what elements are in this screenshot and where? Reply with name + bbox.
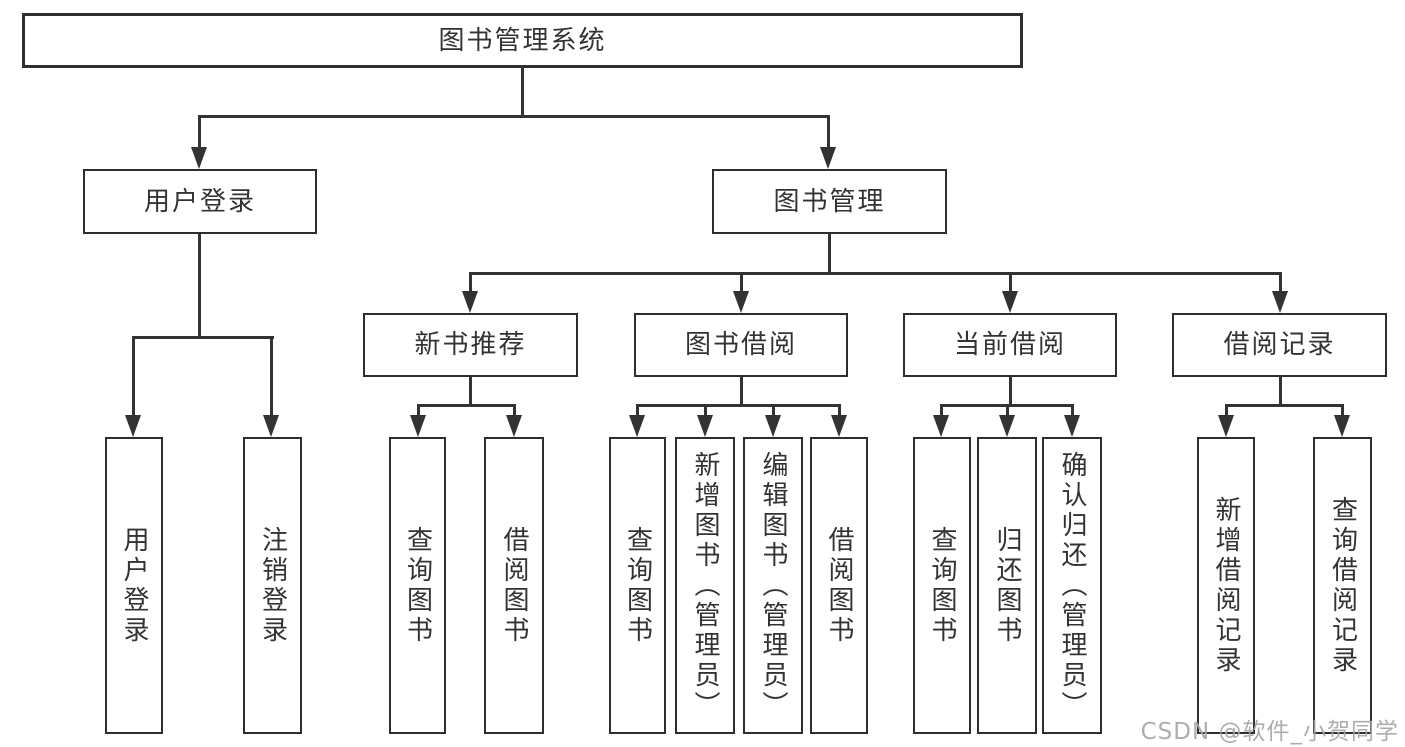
connector-vline (1006, 404, 1009, 419)
connector-vline (704, 404, 707, 419)
connector-vline (1009, 272, 1012, 294)
connector-hline (417, 404, 515, 407)
connector-vline (636, 404, 639, 419)
leaf-recommend-borrow-books: 借阅图书 (484, 437, 544, 734)
node-borrow-records: 借阅记录 (1172, 313, 1387, 377)
connector-vline (417, 404, 420, 419)
arrowhead-down-icon (1272, 291, 1288, 313)
leaf-records-query-record: 查询借阅记录 (1313, 437, 1372, 734)
connector-vline (1071, 404, 1074, 419)
node-book-management: 图书管理 (712, 169, 947, 234)
arrowhead-down-icon (629, 415, 645, 437)
watermark: CSDN @软件_小贺同学 (1140, 719, 1399, 745)
node-new-book-recommend: 新书推荐 (363, 313, 578, 377)
arrowhead-down-icon (1002, 291, 1018, 313)
connector-vline (1279, 272, 1282, 294)
leaf-recommend-query-books: 查询图书 (389, 437, 446, 734)
connector-vline (772, 404, 775, 419)
leaf-borrow-query-books: 查询图书 (609, 437, 666, 734)
leaf-current-return-books: 归还图书 (977, 437, 1037, 734)
connector-vline (740, 272, 743, 294)
connector-vline (469, 377, 472, 406)
leaf-current-confirm-return-admin: 确认归还（管理员） (1042, 437, 1102, 734)
leaf-records-add-record: 新增借阅记录 (1197, 437, 1255, 734)
arrowhead-down-icon (410, 415, 426, 437)
connector-vline (1341, 404, 1344, 419)
connector-vline (827, 115, 830, 149)
arrowhead-down-icon (506, 415, 522, 437)
connector-hline (132, 336, 274, 339)
connector-vline (198, 234, 201, 338)
connector-hline (636, 404, 840, 407)
arrowhead-down-icon (697, 415, 713, 437)
connector-vline (469, 272, 472, 294)
connector-vline (940, 404, 943, 419)
arrowhead-down-icon (191, 147, 207, 169)
connector-hline (198, 115, 830, 118)
connector-vline (828, 234, 831, 274)
arrowhead-down-icon (765, 415, 781, 437)
node-book-borrow: 图书借阅 (634, 313, 848, 377)
connector-hline (469, 272, 1282, 275)
arrowhead-down-icon (820, 147, 836, 169)
node-user-login: 用户登录 (83, 169, 317, 234)
arrowhead-down-icon (1218, 415, 1234, 437)
leaf-current-query-books: 查询图书 (913, 437, 971, 734)
arrowhead-down-icon (933, 415, 949, 437)
arrowhead-down-icon (125, 415, 141, 437)
leaf-user-login: 用户登录 (105, 437, 163, 734)
arrowhead-down-icon (462, 291, 478, 313)
node-library-system: 图书管理系统 (22, 13, 1023, 68)
connector-vline (1009, 377, 1012, 406)
leaf-logout: 注销登录 (243, 437, 302, 734)
arrowhead-down-icon (733, 291, 749, 313)
connector-vline (1225, 404, 1228, 419)
arrowhead-down-icon (999, 415, 1015, 437)
arrowhead-down-icon (1334, 415, 1350, 437)
connector-vline (1279, 377, 1282, 406)
leaf-borrow-borrow-books: 借阅图书 (810, 437, 868, 734)
node-current-borrow: 当前借阅 (903, 313, 1117, 377)
connector-vline (521, 66, 524, 117)
connector-hline (1225, 404, 1343, 407)
arrowhead-down-icon (1064, 415, 1080, 437)
connector-vline (838, 404, 841, 419)
leaf-borrow-edit-books-admin: 编辑图书（管理员） (743, 437, 803, 734)
leaf-borrow-add-books-admin: 新增图书（管理员） (675, 437, 735, 734)
connector-vline (198, 115, 201, 149)
connector-vline (132, 336, 135, 417)
arrowhead-down-icon (263, 415, 279, 437)
arrowhead-down-icon (831, 415, 847, 437)
connector-vline (270, 336, 273, 417)
connector-vline (740, 377, 743, 406)
connector-vline (513, 404, 516, 419)
